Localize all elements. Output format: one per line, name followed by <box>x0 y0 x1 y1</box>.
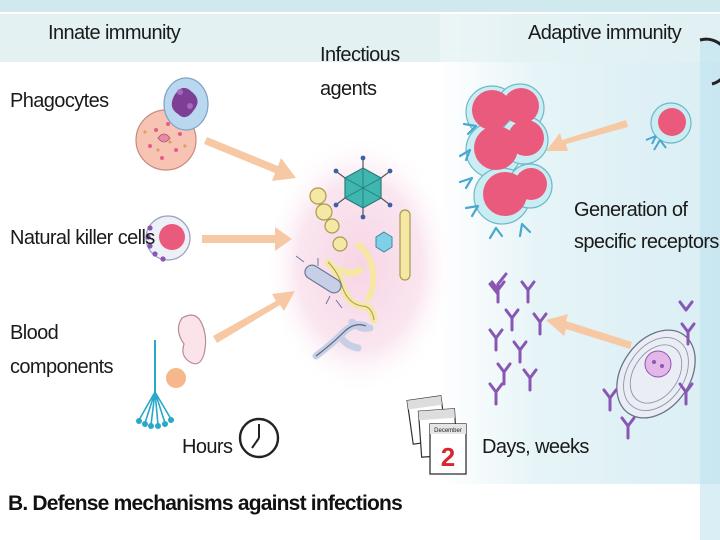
b-cells-icon <box>458 83 553 240</box>
arrow-phagocytes <box>204 137 296 181</box>
nk-cells-label: Natural killer cells <box>10 227 155 249</box>
adaptive-arrows <box>546 120 632 349</box>
blood-label-line1: Blood <box>10 322 59 344</box>
caption-band <box>0 484 700 540</box>
blood-components-icon <box>136 314 207 429</box>
innate-immunity-header: Innate immunity <box>48 22 181 44</box>
virus-icon <box>333 155 393 253</box>
infectious-agents-line2: agents <box>320 78 377 100</box>
calendar-icon: December 2 <box>406 395 467 475</box>
plasma-cell-icon <box>602 300 696 440</box>
arrow-blood <box>213 291 295 343</box>
blood-label-line2: components <box>10 356 114 378</box>
phagocyte-cells-icon <box>135 77 209 171</box>
clock-icon <box>238 417 280 459</box>
hours-label: Hours <box>182 436 233 458</box>
innate-arrows <box>202 137 296 343</box>
adaptive-immunity-header: Adaptive immunity <box>528 22 682 44</box>
figure-caption: B. Defense mechanisms against infections <box>8 492 403 515</box>
receptors-label-line1: Generation of <box>574 199 688 221</box>
top-band <box>0 0 720 12</box>
arrow-receptors <box>546 120 628 151</box>
innate-header-band <box>0 14 465 62</box>
arrow-antibodies <box>546 314 632 349</box>
calendar-day: 2 <box>441 442 455 472</box>
days-weeks-label: Days, weeks <box>482 436 589 458</box>
calendar-month: December <box>434 428 462 434</box>
infectious-agents-line1: Infectious <box>320 44 400 66</box>
adaptive-header-band <box>440 14 720 62</box>
arrow-nk-cells <box>202 227 292 251</box>
receptors-label-line2: specific receptors <box>574 231 719 253</box>
antibodies-icon <box>488 272 548 406</box>
nk-cell-icon <box>145 215 191 262</box>
bacteria-icon <box>295 187 411 360</box>
decorative-arc <box>699 37 720 86</box>
right-edge-decoration <box>700 40 720 540</box>
phagocytes-label: Phagocytes <box>10 90 109 112</box>
precursor-cell-icon <box>645 102 692 151</box>
